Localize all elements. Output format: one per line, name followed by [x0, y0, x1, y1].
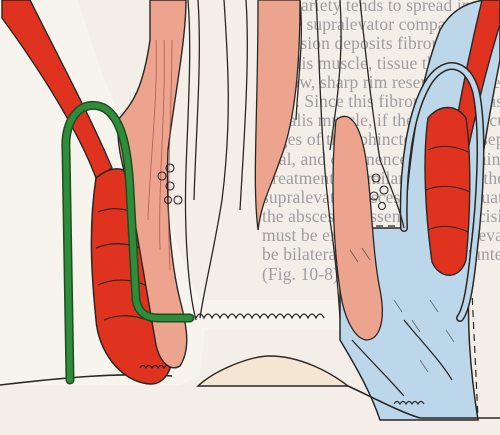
right-wall-lines	[329, 0, 453, 397]
right-anal-verge-ripples	[393, 400, 425, 406]
left-anal-glands	[157, 163, 183, 205]
left-muscle-striations	[147, 39, 173, 271]
right-hatch-marks	[349, 247, 455, 373]
right-buttock-outline	[347, 385, 500, 419]
left-anal-verge-ripples	[139, 364, 171, 370]
anal-crypts-zigzag	[195, 313, 325, 320]
right-sphincter-segments	[425, 145, 471, 233]
background-text-line: this variety tends to spread in a horses…	[262, 0, 500, 15]
right-internal-sphincter	[332, 115, 383, 341]
right-external-sphincter	[424, 106, 471, 276]
central-pink-rectal-muscle	[254, 0, 301, 231]
background-text-line: (Fig. 10-8).	[262, 264, 344, 284]
right-anal-glands	[369, 173, 389, 211]
central-rectal-walls	[199, 0, 341, 319]
right-horseshoe-loop-fill	[401, 63, 483, 321]
green-fistula-tract-icon	[61, 100, 195, 385]
left-mucosa-folds	[184, 0, 200, 321]
perineal-body	[196, 355, 351, 387]
